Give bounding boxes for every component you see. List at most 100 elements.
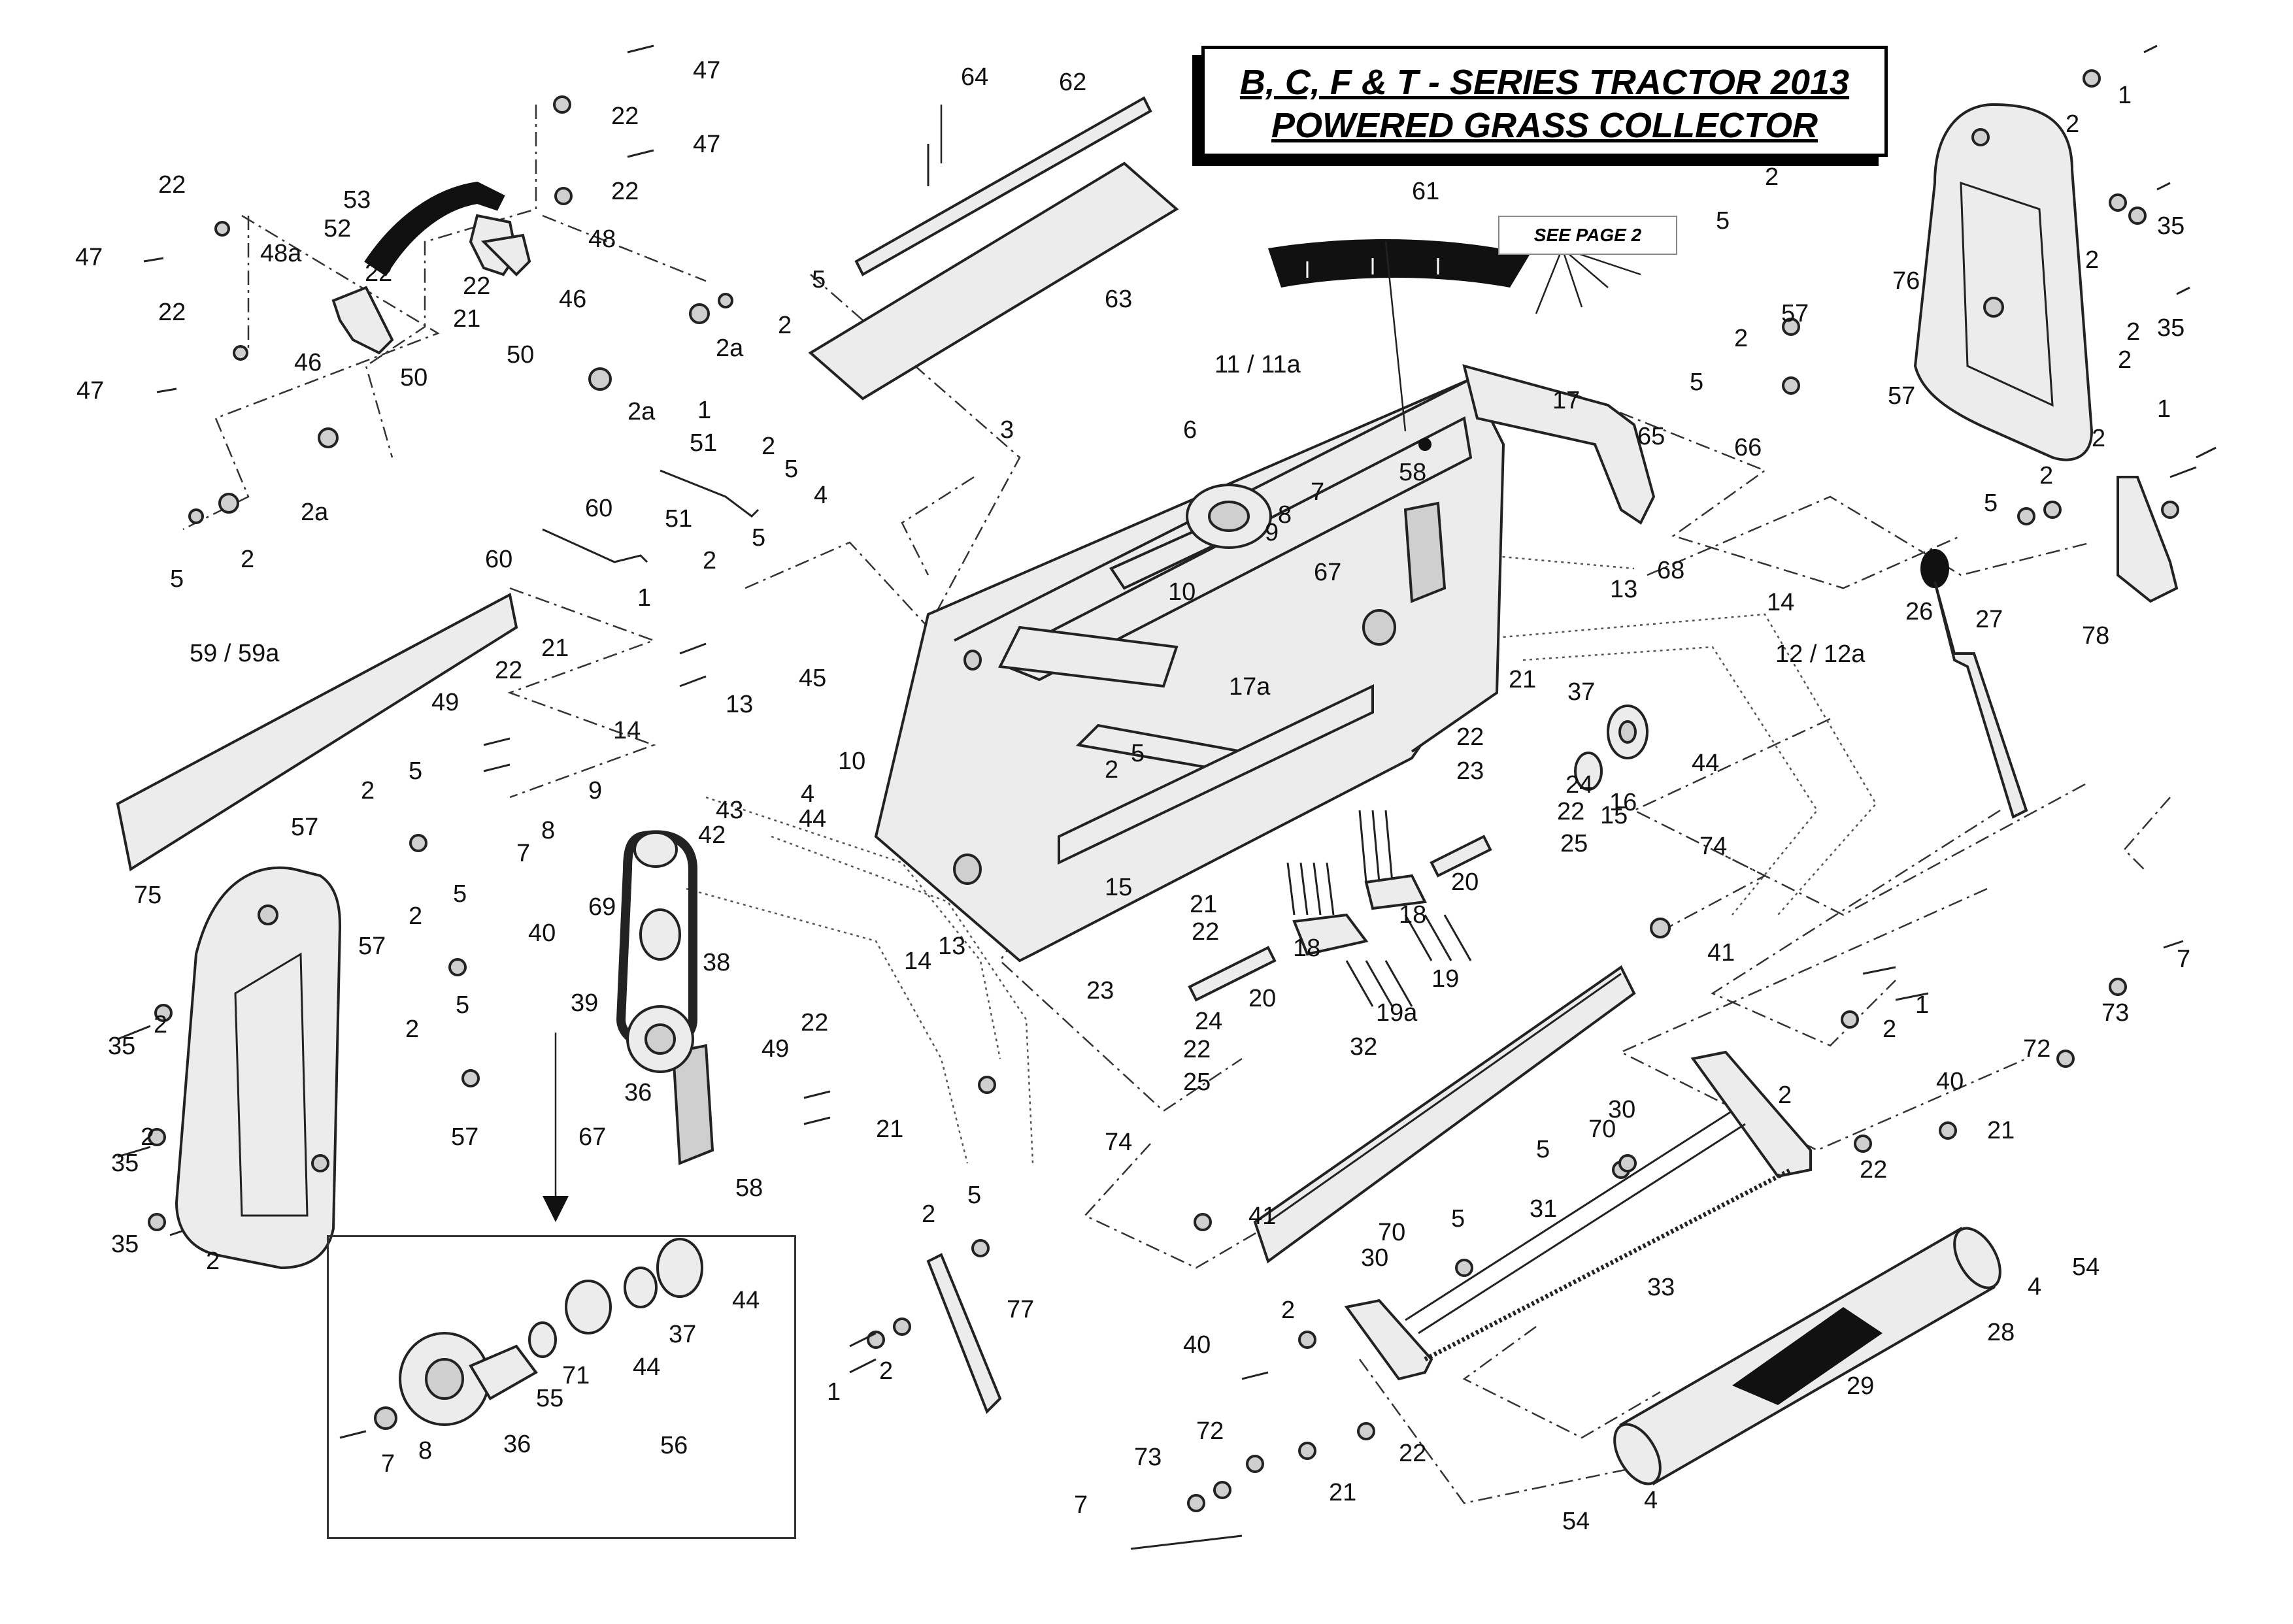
callout-c63: 35 bbox=[2157, 314, 2184, 342]
callout-c141: 2 bbox=[1883, 1016, 1896, 1043]
callout-c192: 55 bbox=[536, 1385, 563, 1412]
callout-c176: 4 bbox=[2028, 1273, 2041, 1301]
callout-c77: 21 bbox=[541, 635, 569, 662]
callout-c55: 1 bbox=[2118, 82, 2132, 109]
callout-c124: 21 bbox=[1190, 891, 1217, 918]
callout-c191: 44 bbox=[633, 1353, 660, 1381]
callout-c195: 7 bbox=[381, 1450, 395, 1478]
callout-c145: 57 bbox=[451, 1123, 478, 1151]
callout-c91: 2 bbox=[1105, 756, 1118, 784]
callout-c99: 15 bbox=[1600, 802, 1628, 829]
chute-32 bbox=[1253, 965, 1636, 1264]
callout-c131: 25 bbox=[1183, 1069, 1211, 1096]
callout-c62: 2 bbox=[2126, 318, 2140, 346]
callout-c21: 2a bbox=[716, 335, 744, 362]
callout-c180: 40 bbox=[1183, 1331, 1211, 1359]
callout-c19: 50 bbox=[400, 364, 427, 391]
callout-c113: 2 bbox=[409, 903, 422, 930]
callout-c26: 2 bbox=[241, 546, 254, 573]
callout-c196: 56 bbox=[660, 1432, 688, 1459]
callout-c35: 4 bbox=[814, 482, 828, 509]
callout-c169: 1 bbox=[827, 1378, 841, 1406]
callout-c10: 48 bbox=[588, 225, 616, 253]
callout-c88: 43 bbox=[716, 797, 743, 824]
callout-c160: 5 bbox=[1536, 1136, 1550, 1163]
callout-c186: 54 bbox=[1562, 1508, 1590, 1535]
callout-c118: 39 bbox=[571, 989, 598, 1017]
callout-c66: 5 bbox=[1690, 369, 1703, 396]
callout-c40: 11 / 11a bbox=[1214, 351, 1301, 378]
cover-76 bbox=[1913, 103, 2094, 461]
callout-c89: 44 bbox=[799, 805, 826, 833]
callout-c65: 2 bbox=[1734, 325, 1748, 352]
callout-c67: 2 bbox=[2118, 346, 2132, 374]
roller-28 bbox=[1613, 1227, 2001, 1485]
callout-c45: 9 bbox=[1265, 519, 1279, 546]
callout-c127: 13 bbox=[938, 933, 965, 960]
callout-c181: 72 bbox=[1196, 1417, 1224, 1445]
callout-c190: 71 bbox=[562, 1362, 590, 1389]
callout-c29: 51 bbox=[690, 429, 717, 457]
callout-c122: 5 bbox=[456, 991, 469, 1019]
see-page-note: SEE PAGE 2 bbox=[1498, 216, 1677, 255]
callout-c146: 22 bbox=[801, 1009, 828, 1036]
callout-c150: 2 bbox=[141, 1123, 154, 1151]
callout-c23: 2 bbox=[778, 312, 792, 339]
callout-c9: 48a bbox=[260, 240, 302, 267]
callout-c100: 24 bbox=[1565, 771, 1593, 799]
callout-c50: 66 bbox=[1734, 434, 1762, 461]
callout-c163: 31 bbox=[1530, 1195, 1557, 1223]
callout-c167: 2 bbox=[922, 1201, 935, 1228]
callout-c41: 17 bbox=[1552, 387, 1580, 414]
decal-61 bbox=[1268, 239, 1530, 288]
callout-c6: 22 bbox=[158, 171, 186, 199]
callout-c184: 21 bbox=[1329, 1479, 1356, 1506]
callout-c47: 10 bbox=[1168, 578, 1196, 606]
plate-62-63 bbox=[808, 96, 1179, 401]
callout-c187: 4 bbox=[1644, 1487, 1658, 1514]
lever-27 bbox=[1920, 549, 2028, 819]
callout-c95: 23 bbox=[1456, 757, 1484, 785]
callout-c51: 68 bbox=[1657, 557, 1684, 584]
callout-c64: 57 bbox=[1781, 300, 1809, 327]
callout-c165: 2 bbox=[206, 1248, 220, 1275]
callout-c112: 57 bbox=[358, 933, 386, 960]
handle-53 bbox=[331, 181, 531, 355]
callout-c76: 59 / 59a bbox=[190, 640, 280, 667]
callout-c133: 18 bbox=[1399, 901, 1426, 929]
callout-c74: 27 bbox=[1975, 606, 2003, 633]
callout-c61: 76 bbox=[1892, 267, 1920, 295]
callout-c33: 5 bbox=[784, 456, 798, 483]
callout-c101: 22 bbox=[1557, 798, 1584, 825]
plate-78 bbox=[2117, 476, 2179, 603]
callout-c188: 44 bbox=[732, 1287, 760, 1314]
callout-c39: 61 bbox=[1412, 178, 1439, 205]
callout-c185: 7 bbox=[1074, 1491, 1088, 1519]
callout-c116: 69 bbox=[588, 893, 616, 921]
callout-c103: 74 bbox=[1699, 833, 1727, 860]
callout-c31: 1 bbox=[697, 397, 711, 424]
callout-c3: 47 bbox=[693, 131, 720, 158]
callout-c155: 40 bbox=[1936, 1068, 1964, 1095]
callout-c48: 67 bbox=[1314, 559, 1341, 586]
callout-c56: 2 bbox=[2066, 110, 2079, 138]
callout-c28: 60 bbox=[485, 546, 512, 573]
callout-c14: 46 bbox=[559, 286, 586, 313]
callout-c102: 25 bbox=[1560, 830, 1588, 857]
plate-58-bottom bbox=[671, 1044, 714, 1165]
callout-c152: 58 bbox=[735, 1174, 763, 1202]
callout-c78: 22 bbox=[495, 657, 522, 684]
callout-c46: 58 bbox=[1399, 459, 1426, 486]
detail-56-parts bbox=[339, 1238, 703, 1439]
callout-c1: 47 bbox=[693, 57, 720, 84]
callout-c177: 28 bbox=[1987, 1319, 2015, 1346]
callout-c7: 47 bbox=[75, 244, 103, 271]
callout-c97: 16 bbox=[1609, 789, 1637, 816]
callout-c86: 10 bbox=[838, 748, 865, 775]
callout-c143: 72 bbox=[2023, 1035, 2050, 1063]
callout-c49: 65 bbox=[1637, 423, 1665, 450]
callout-c148: 21 bbox=[876, 1116, 903, 1143]
callout-c154: 2 bbox=[1778, 1082, 1792, 1109]
